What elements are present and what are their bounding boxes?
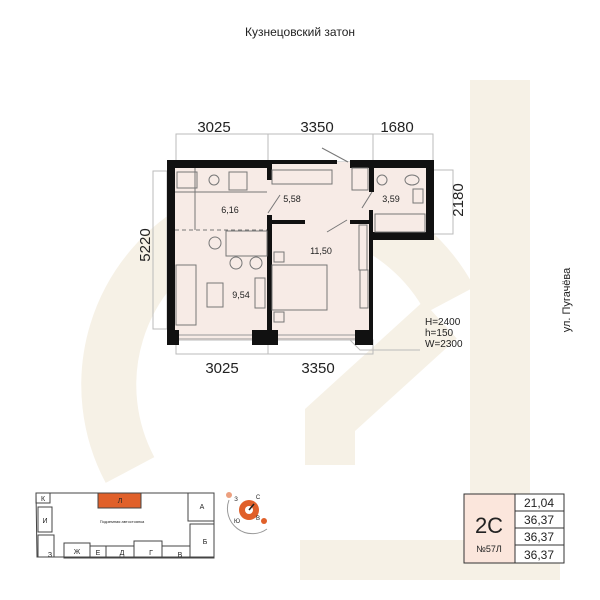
compass-south: Ю [234,519,240,525]
wardrobe-icon [271,169,333,185]
sink-icon [176,171,198,189]
room-area-kitchen: 6,16 [221,205,239,215]
dim-top-3: 1680 [380,119,413,136]
section-highlight [97,492,142,509]
apartment-number: №57Л [476,544,502,554]
stove-icon [228,171,248,191]
room-area-bedroom: 11,50 [310,246,332,256]
area-value: 36,37 [524,530,554,544]
table-icon [225,230,268,257]
parking-label: Подземная автостоянка [100,519,145,524]
area-value: 36,37 [524,513,554,527]
apartment-type: 2С [475,513,503,538]
dim-left: 5220 [137,228,154,261]
room-area-bathroom: 3,59 [382,194,400,204]
section-label: Д [120,550,125,557]
bathtub-icon [374,213,426,233]
section-label: К [41,496,46,503]
compass-west: З [234,497,238,503]
compass-north: С [256,495,261,501]
window-spec-sill: h=150 [425,328,454,339]
compass-east: В [256,516,260,522]
page-title: Кузнецовский затон [245,25,355,39]
walls [167,160,434,345]
street-label: ул. Пугачёва [561,267,573,332]
area-value: 21,04 [524,496,554,510]
washer-icon [208,174,220,186]
site-plan: К Л А И Б З Ж Е Д Г В Подземная автостоя… [35,492,215,559]
windows [179,334,355,340]
toilet-icon [404,174,420,186]
furniture [175,147,426,326]
section-label: И [42,518,47,525]
bed-icon [271,264,328,311]
dim-bottom-2: 3350 [301,360,334,377]
dim-right: 2180 [450,183,467,216]
apartment-info-table: 2С №57Л 21,04 36,37 36,37 36,37 [463,493,565,564]
section-label: Е [96,550,101,557]
sofa-icon [175,264,197,326]
section-label: В [178,552,183,559]
section-label: Ж [74,549,81,556]
section-label: Г [149,550,153,557]
room-area-hall: 5,58 [283,194,301,204]
window-spec-h: H=2400 [425,317,461,328]
window-spec-w: W=2300 [425,339,463,350]
compass-icon: З С Ю В [226,492,268,535]
dim-bottom-1: 3025 [205,360,238,377]
section-label: Л [118,498,123,505]
section-label: З [48,552,52,559]
dim-top-2: 3350 [300,119,333,136]
area-value: 36,37 [524,548,554,562]
section-label: А [200,504,205,511]
section-label: Б [203,539,208,546]
room-area-living: 9,54 [232,290,250,300]
dim-top-1: 3025 [197,119,230,136]
